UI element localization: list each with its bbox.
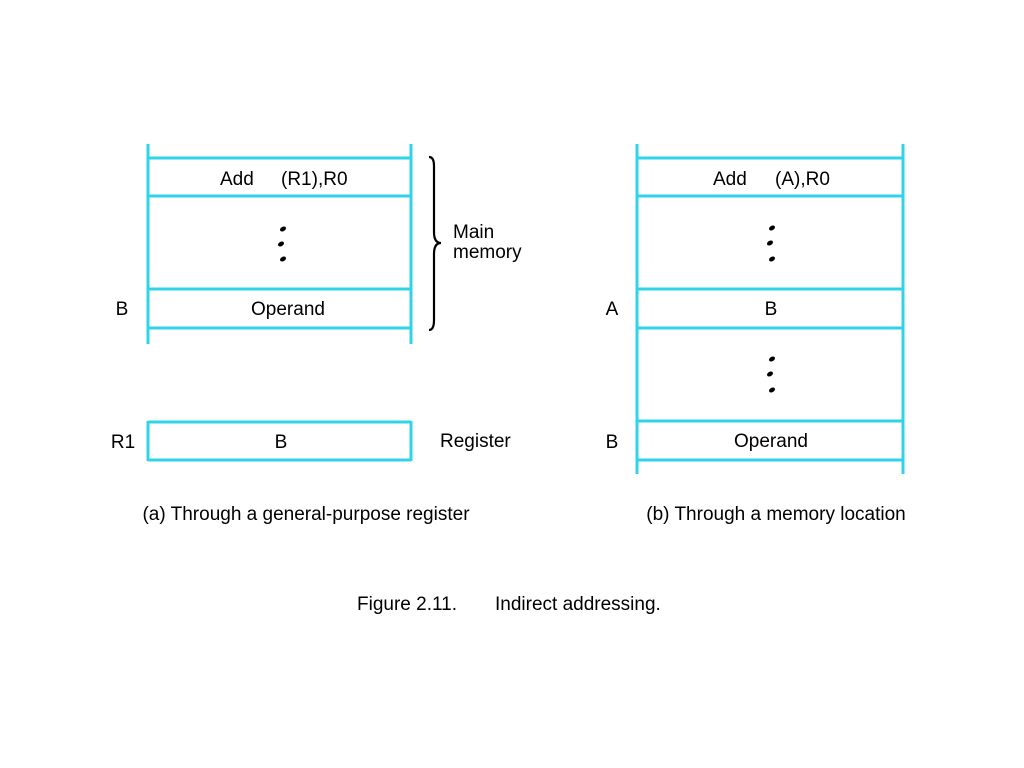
dot bbox=[767, 240, 773, 246]
register-label: Register bbox=[440, 431, 511, 452]
part-a-register-box bbox=[146, 420, 413, 462]
figure-title: Indirect addressing. bbox=[495, 594, 661, 615]
register-content: B bbox=[275, 432, 288, 453]
dot bbox=[280, 226, 286, 232]
part-b-ellipsis-dots-upper bbox=[767, 225, 775, 262]
dot bbox=[769, 225, 775, 231]
part-a-instruction-operands: (R1),R0 bbox=[281, 169, 348, 190]
part-a-memory-block bbox=[146, 144, 413, 344]
part-a-operand-address: B bbox=[116, 299, 129, 320]
main-memory-label-line1: Main bbox=[453, 222, 494, 243]
part-b-operand-address: B bbox=[606, 432, 619, 453]
dot bbox=[769, 387, 775, 393]
part-b-pointer-address: A bbox=[606, 299, 619, 320]
part-b-operand-cell: Operand bbox=[734, 431, 808, 452]
part-b-pointer-cell: B bbox=[765, 299, 778, 320]
dot bbox=[767, 371, 773, 377]
figure-number: Figure 2.11. bbox=[357, 594, 457, 615]
dot bbox=[278, 241, 284, 247]
part-b-instruction-operands: (A),R0 bbox=[775, 169, 830, 190]
part-a-caption: (a) Through a general-purpose register bbox=[142, 504, 470, 525]
part-b-instruction-opcode: Add bbox=[713, 169, 747, 190]
part-b-caption: (b) Through a memory location bbox=[646, 504, 905, 525]
dot bbox=[280, 256, 286, 262]
dot bbox=[769, 356, 775, 362]
part-a-instruction-opcode: Add bbox=[220, 169, 254, 190]
main-memory-brace bbox=[428, 155, 442, 332]
part-a-ellipsis-dots bbox=[278, 226, 286, 262]
register-name: R1 bbox=[111, 432, 135, 453]
main-memory-label-line2: memory bbox=[453, 242, 522, 263]
part-b-memory-block bbox=[635, 144, 905, 474]
part-b-ellipsis-dots-lower bbox=[767, 356, 775, 393]
part-a-operand-cell: Operand bbox=[251, 299, 325, 320]
dot bbox=[769, 256, 775, 262]
